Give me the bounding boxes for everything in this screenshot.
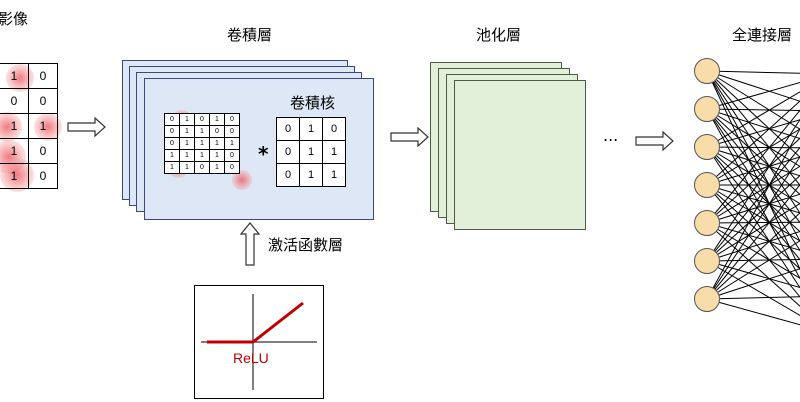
fc-node <box>694 134 720 160</box>
fc-connection-line <box>706 155 800 300</box>
fc-connection-line <box>706 82 800 110</box>
fc-connection-line <box>706 184 800 298</box>
fc-connection-line <box>706 221 800 224</box>
fc-connection-line <box>706 109 800 224</box>
kernel-cell: 1 <box>299 163 323 187</box>
arrow-up-icon <box>240 222 260 266</box>
kernel-cell: 1 <box>322 140 346 164</box>
arrow-right-icon <box>390 127 429 147</box>
input-cell: 0 <box>0 88 29 114</box>
fc-connection-line <box>706 258 800 262</box>
kernel-cell: 0 <box>322 117 346 141</box>
highlight-blob <box>232 170 252 190</box>
relu-graph <box>201 294 317 390</box>
fc-connection-line <box>706 100 800 186</box>
conv-layer-label: 卷積層 <box>227 26 273 44</box>
fc-connection-line <box>706 268 800 300</box>
fc-connection-line <box>706 184 800 300</box>
input-image-label: 影像 <box>0 10 29 28</box>
ellipsis: ... <box>603 126 619 145</box>
kernel-cell: 1 <box>322 163 346 187</box>
relu-label: ReLU <box>233 350 269 366</box>
fc-connection-line <box>706 146 800 149</box>
input-cell: 1 <box>0 138 29 164</box>
fc-connection-line <box>706 118 800 262</box>
pool-layer-front <box>454 80 586 230</box>
fc-layer-label: 全連接層 <box>732 26 793 44</box>
kernel-cell: 0 <box>276 117 300 141</box>
pooling-layer-label: 池化層 <box>476 26 522 44</box>
fc-connection-line <box>706 240 800 300</box>
fc-node <box>694 248 720 274</box>
fc-node <box>694 58 720 84</box>
fc-node <box>694 286 720 312</box>
kernel-cell: 0 <box>276 163 300 187</box>
fc-node <box>694 96 720 122</box>
fc-connection-line <box>706 212 800 300</box>
fc-connection-line <box>706 91 800 148</box>
fc-connection-line <box>706 127 800 300</box>
fc-connection-line <box>706 108 800 112</box>
relu-plot: ReLU <box>194 285 324 399</box>
activation-layer-label: 激活函數層 <box>268 236 344 254</box>
fc-connection-line <box>706 296 800 300</box>
arrow-right-icon <box>635 131 674 151</box>
conv-operator: * <box>258 142 269 166</box>
fc-connection-line <box>706 298 800 326</box>
kernel-label: 卷積核 <box>290 94 336 112</box>
conv-cell: 0 <box>224 161 240 174</box>
arrow-right-icon <box>67 117 106 137</box>
input-cell: 1 <box>0 163 29 189</box>
input-cell: 0 <box>28 63 58 89</box>
input-cell: 0 <box>28 163 58 189</box>
fc-node <box>694 172 720 198</box>
fc-node <box>694 210 720 236</box>
fc-connection-line <box>706 70 800 74</box>
kernel-cell: 1 <box>299 140 323 164</box>
input-cell: 0 <box>28 138 58 164</box>
